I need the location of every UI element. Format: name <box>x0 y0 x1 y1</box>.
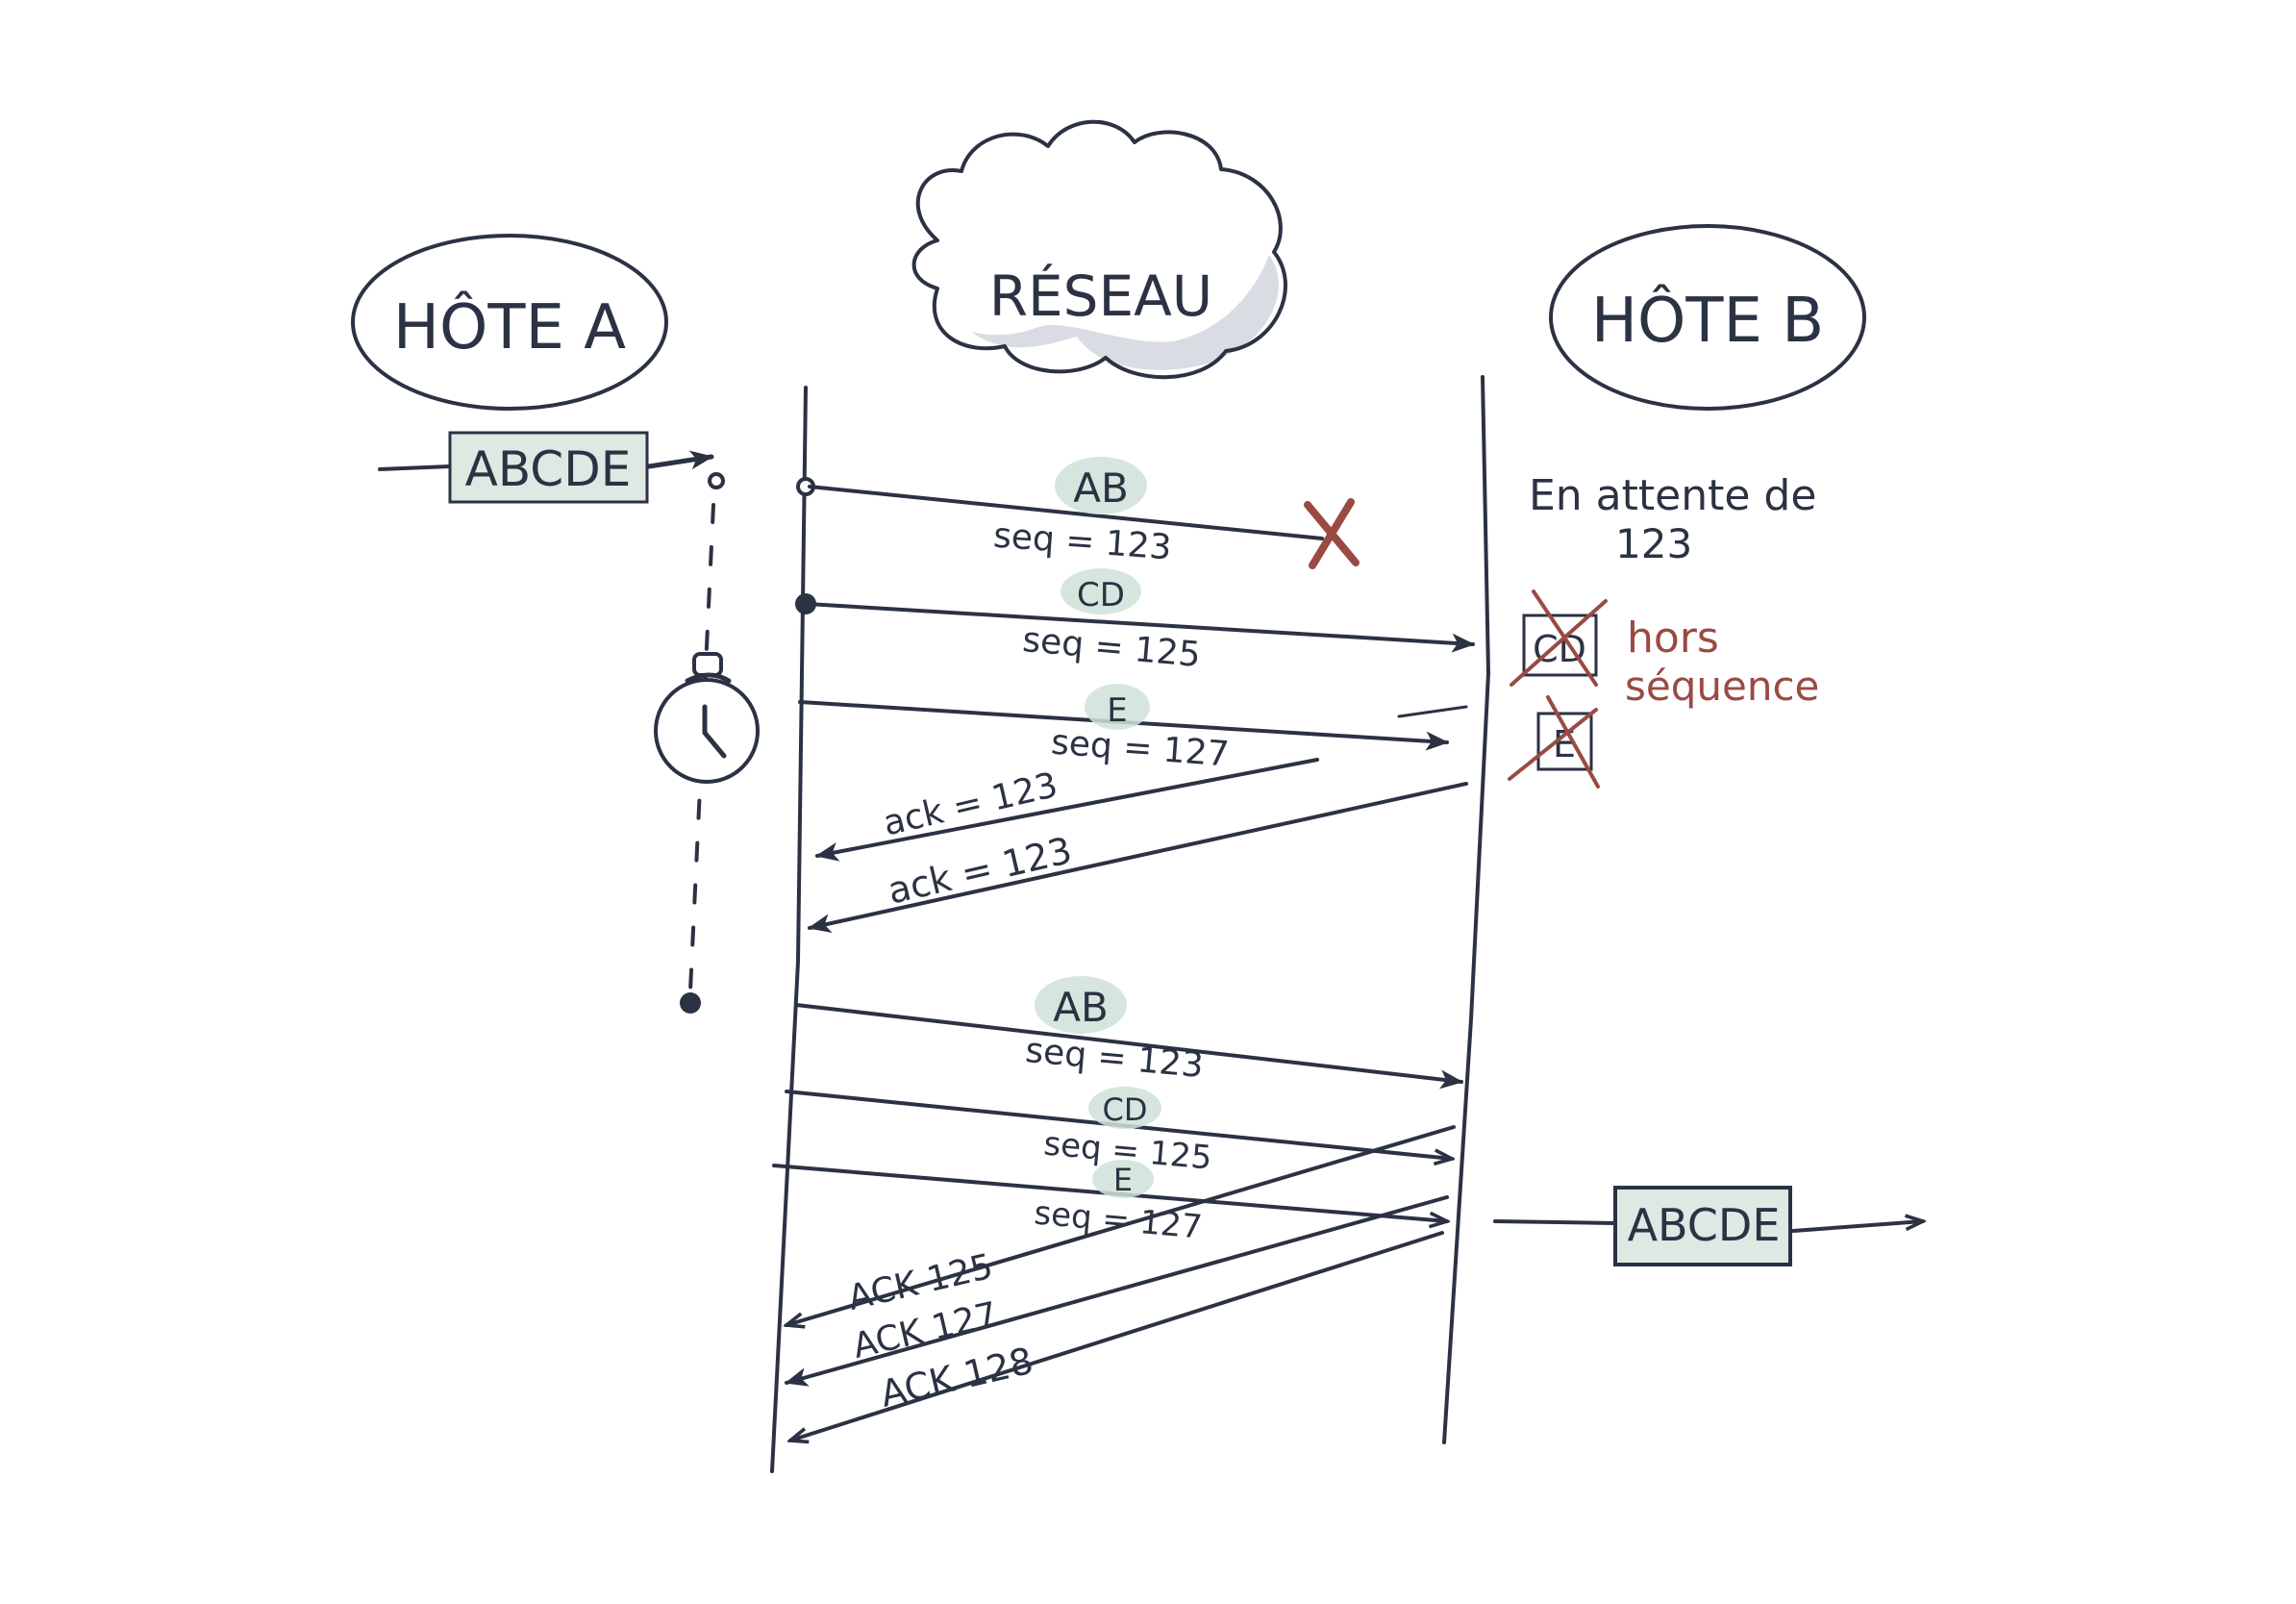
timer-start-dot <box>708 472 725 489</box>
receiver-buffer: CD E <box>1508 589 1608 789</box>
output-line <box>1493 1219 1617 1225</box>
timer-end-dot <box>680 992 701 1014</box>
host-b-bubble <box>1549 224 1866 411</box>
segment-ab-label: AB <box>1073 464 1129 512</box>
segment-ab-seq: seq = 123 <box>992 516 1173 568</box>
cross-icon <box>1304 498 1360 569</box>
waiting-note-line2: 123 <box>1615 520 1692 567</box>
input-data: ABCDE <box>378 431 714 504</box>
out-of-sequence-line2: séquence <box>1625 663 1819 710</box>
output-arrow <box>1791 1221 1923 1233</box>
network-cloud <box>911 119 1287 380</box>
stopwatch-icon <box>654 652 760 784</box>
retransmission-timer <box>654 472 760 1014</box>
ab-highlight <box>1055 457 1147 514</box>
input-line <box>378 464 452 471</box>
retransmission-round: AB seq = 123 CD seq = 125 E seq = 127 AC… <box>772 976 1463 1441</box>
data-box-in <box>448 431 649 504</box>
receiver-lifeline <box>1442 375 1490 1444</box>
segment-e-label: E <box>1107 691 1127 730</box>
ack-123-first-label: ack = 123 <box>880 765 1061 843</box>
data-box-in-label: ABCDE <box>465 441 632 497</box>
retx-ab-highlight <box>1035 976 1127 1034</box>
retx-ab-arrow <box>794 1003 1463 1090</box>
host-a-label: HÔTE A <box>393 290 626 363</box>
retx-cd-highlight <box>1088 1087 1161 1129</box>
retx-ab-label: AB <box>1053 984 1109 1031</box>
cd-highlight <box>1061 568 1141 614</box>
host-a-header: HÔTE A <box>351 234 668 411</box>
segment-e-extra-stroke <box>1397 705 1468 718</box>
data-box-out-label: ABCDE <box>1628 1199 1781 1251</box>
input-arrow <box>646 450 714 470</box>
data-box-out <box>1613 1186 1792 1266</box>
host-b-header: HÔTE B <box>1549 224 1866 411</box>
output-data: ABCDE <box>1493 1186 1923 1266</box>
segment-ab-lost-arrow <box>808 485 1324 540</box>
segment-e-seq: seq = 127 <box>1050 723 1231 775</box>
ack-123-second-label: ack = 123 <box>884 829 1076 913</box>
host-b-label: HÔTE B <box>1591 284 1824 357</box>
ack-128-arrow <box>790 1231 1444 1441</box>
segment-cd-label: CD <box>1077 576 1125 614</box>
ack-125-arrow <box>786 1125 1456 1325</box>
waiting-note-line1: En attente de <box>1529 471 1816 520</box>
out-of-sequence-line1: hors <box>1627 614 1719 663</box>
segment-cd-arrow <box>806 602 1475 653</box>
ack-127-arrow <box>785 1195 1449 1387</box>
ack-123-second-arrow <box>808 782 1468 934</box>
cloud-shading <box>971 255 1279 370</box>
e-highlight <box>1085 684 1150 730</box>
retx-e-label: E <box>1113 1162 1133 1198</box>
host-a-bubble <box>351 234 668 411</box>
retx-e-seq: seq = 127 <box>1033 1193 1204 1246</box>
network-label: RÉSEAU <box>989 263 1213 329</box>
segment-cd-seq: seq = 125 <box>1021 620 1202 675</box>
buffered-cd-label: CD <box>1533 628 1586 670</box>
retx-ab-seq: seq = 123 <box>1024 1031 1205 1086</box>
network-header: RÉSEAU <box>911 119 1287 380</box>
retx-cd-label: CD <box>1103 1091 1148 1128</box>
retx-e-highlight <box>1092 1160 1154 1198</box>
out-of-sequence-note: hors séquence <box>1625 614 1819 710</box>
receiver-waiting-note: En attente de 123 <box>1529 471 1816 567</box>
ack-123-first-arrow <box>815 758 1319 862</box>
sender-lifeline <box>770 386 808 1473</box>
first-round: AB seq = 123 CD seq = 125 E seq = 127 ac… <box>795 457 1475 934</box>
